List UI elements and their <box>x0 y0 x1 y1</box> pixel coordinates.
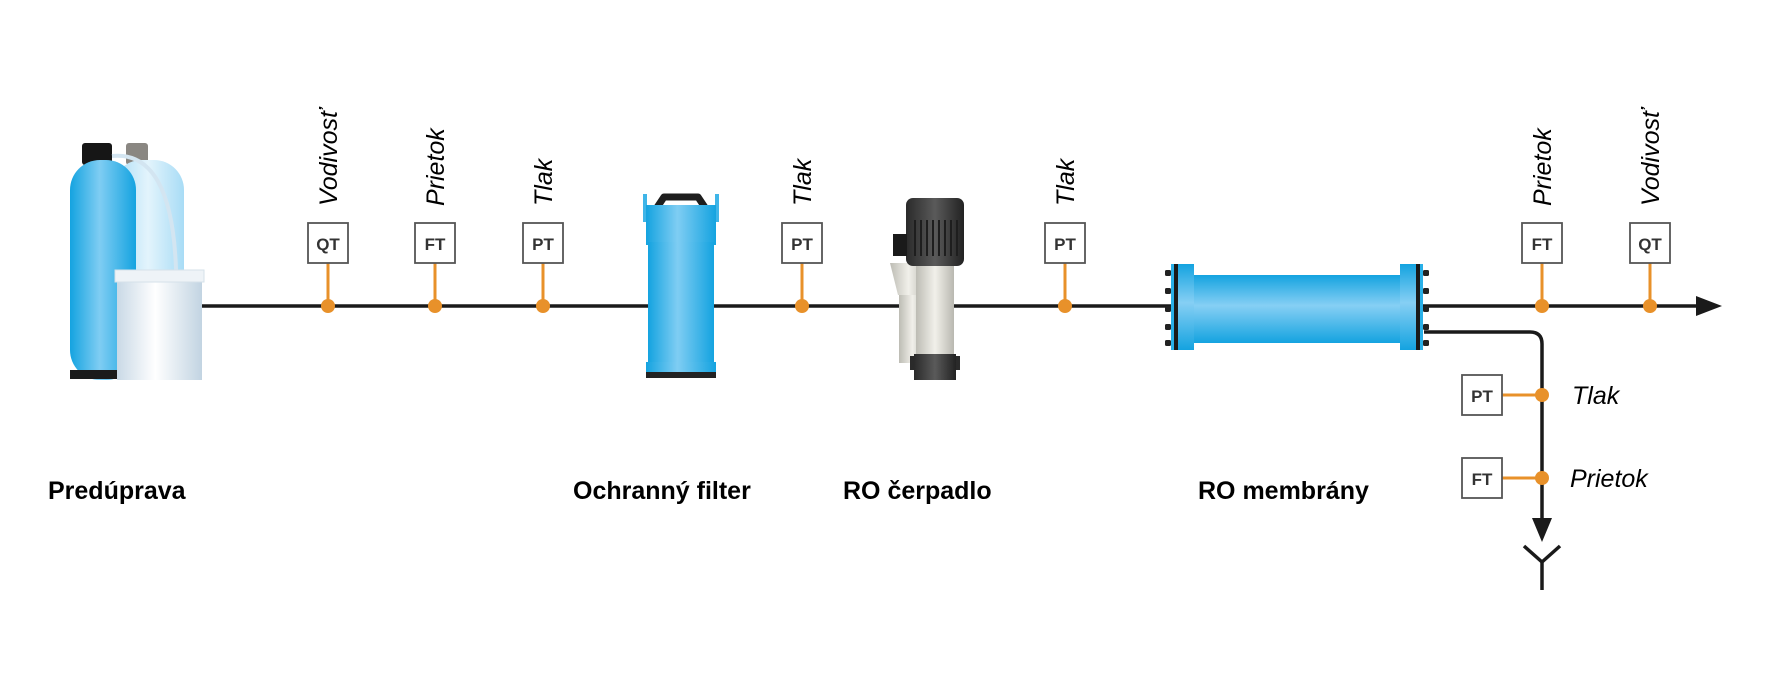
instrument-tag: QT <box>316 235 340 254</box>
instrument-label: Prietok <box>1529 127 1557 206</box>
instrument-label: Tlak <box>530 157 558 206</box>
permeate-outlet-arrow-icon <box>1696 296 1722 316</box>
instrument-label: Vodivosť <box>315 106 343 206</box>
concentrate-pipe <box>1424 330 1562 590</box>
instrument-ft-permeate[interactable]: FT Prietok <box>1521 127 1563 313</box>
instrument-ft-feed[interactable]: FT Prietok <box>414 127 456 313</box>
unit-label-ro-pump: RO čerpadlo <box>843 477 992 505</box>
instrument-qt-feed[interactable]: QT Vodivosť <box>307 106 349 313</box>
instrument-label: Tlak <box>1052 157 1080 206</box>
unit-label-pretreatment: Predúprava <box>48 477 187 505</box>
unit-label-guard-filter: Ochranný filter <box>573 477 751 505</box>
instrument-label: Prietok <box>422 127 450 206</box>
instrument-qt-permeate[interactable]: QT Vodivosť <box>1629 106 1671 313</box>
instrument-label: Tlak <box>789 157 817 206</box>
instrument-tag: FT <box>1472 470 1493 489</box>
instrument-tag: QT <box>1638 235 1662 254</box>
instrument-tag: FT <box>1532 235 1553 254</box>
instrument-pt-after-pump[interactable]: PT Tlak <box>1044 157 1086 313</box>
water-softener-icon <box>70 143 205 380</box>
instrument-tag: PT <box>791 235 813 254</box>
unit-label-ro-membranes: RO membrány <box>1198 477 1369 505</box>
instrument-tag: PT <box>1054 235 1076 254</box>
cartridge-filter-icon <box>643 193 719 378</box>
membrane-housing-icon <box>1165 264 1429 350</box>
instrument-label: Vodivosť <box>1637 106 1665 206</box>
instrument-ft-concentrate[interactable]: FT Prietok <box>1461 457 1649 499</box>
instrument-label: Prietok <box>1570 465 1649 493</box>
instrument-pt-feed[interactable]: PT Tlak <box>522 157 564 313</box>
drain-icon <box>1522 544 1562 590</box>
instrument-pt-after-filter[interactable]: PT Tlak <box>781 157 823 313</box>
instrument-label: Tlak <box>1572 382 1621 410</box>
instrument-tag: FT <box>425 235 446 254</box>
instrument-tag: PT <box>1471 387 1493 406</box>
instrument-pt-concentrate[interactable]: PT Tlak <box>1461 374 1621 416</box>
vertical-pump-icon <box>890 198 964 380</box>
concentrate-arrow-icon <box>1532 518 1552 542</box>
instrument-tag: PT <box>532 235 554 254</box>
